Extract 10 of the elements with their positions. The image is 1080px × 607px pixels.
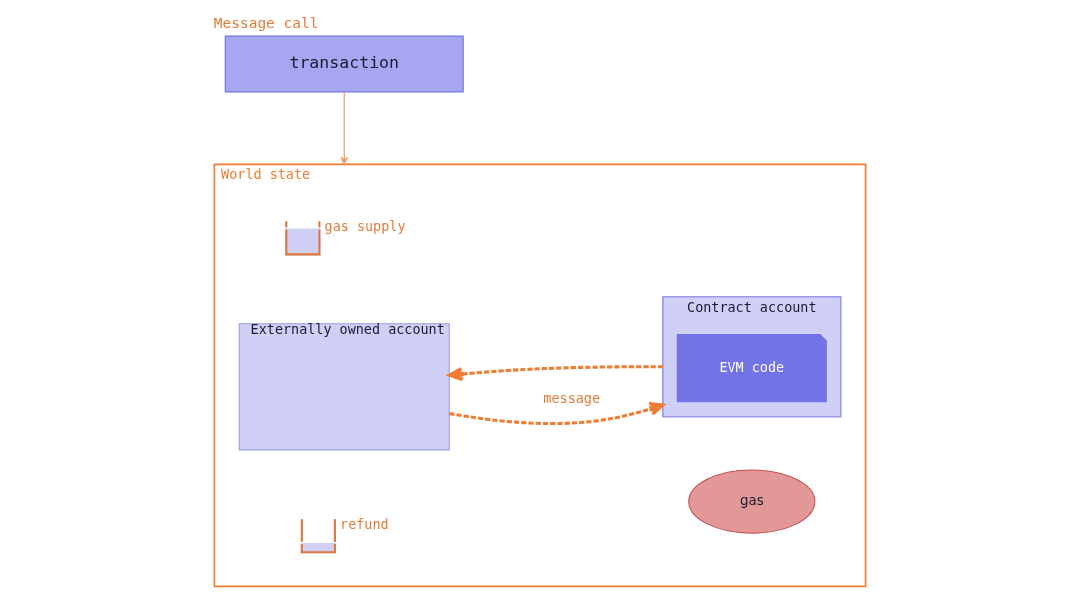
diagram-title: Message call (213, 15, 319, 32)
edge-label: message (543, 390, 600, 406)
node-box: Externally owned account (238, 323, 450, 451)
node-label: gas supply (324, 218, 406, 234)
arrow (447, 365, 663, 382)
node-box: transaction (224, 35, 464, 93)
arrow (340, 91, 349, 165)
arrow (449, 401, 665, 426)
node-label: refund (340, 516, 389, 532)
node-ellipse: gas (688, 469, 816, 534)
